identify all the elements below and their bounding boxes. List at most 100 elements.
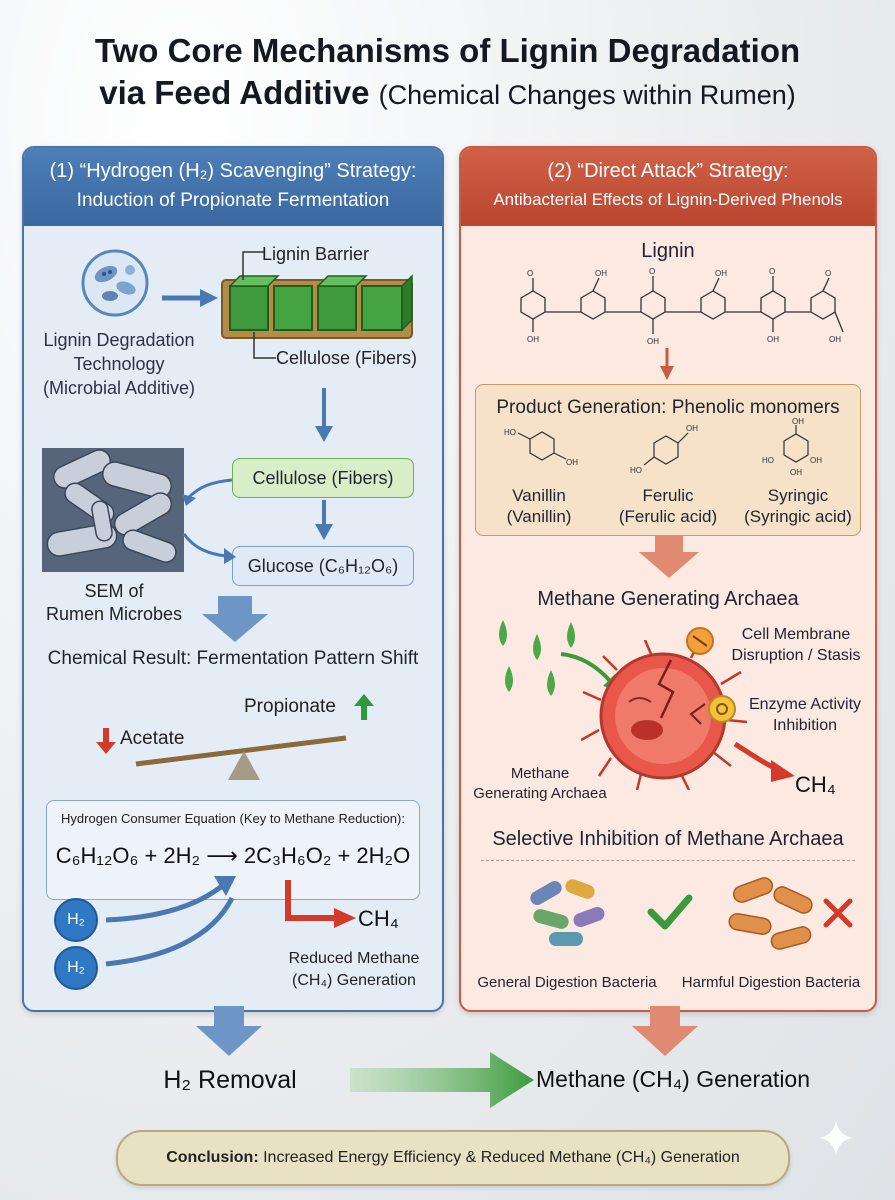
arrow-down-red-icon [96,728,116,754]
microbe-label-line-1: Lignin Degradation [43,330,195,350]
big-arrow-down-red-icon [639,536,699,578]
monomer-ferulic: Ferulic (Ferulic acid) [606,485,730,527]
lignin-cellulose-structure [221,274,413,339]
equation-box: Hydrogen Consumer Equation (Key to Metha… [46,800,420,900]
right-panel-direct-attack: (2) “Direct Attack” Strategy: Antibacter… [459,146,877,1012]
archaea-cell-label-line-2: Generating Archaea [473,785,607,802]
svg-text:OH: OH [715,269,727,278]
svg-text:O: O [825,269,831,278]
left-panel-hydrogen-scavenging: (1) “Hydrogen (H₂) Scavenging” Strategy:… [22,146,444,1012]
methane-generation-label: Methane (CH₄) Generation [536,1066,811,1092]
left-header-line-1: (1) “Hydrogen (H₂) Scavenging” Strategy: [49,160,417,182]
right-header-line-2: Antibacterial Effects of Lignin-Derived … [493,190,843,209]
archaea-cell-icon [581,640,748,790]
svg-text:OH: OH [686,424,698,433]
conclusion-bold: Conclusion: [166,1149,259,1166]
svg-text:OH: OH [595,269,607,278]
equation-title: Hydrogen Consumer Equation (Key to Metha… [61,811,405,826]
left-header-line-2: Induction of Propionate Fermentation [76,190,390,211]
monomer-vanillin: Vanillin (Vanillin) [484,485,594,527]
reduced-methane-label: Reduced Methane (CH₄) Generation [268,948,440,992]
ch4-red-arrow-icon-right [733,741,795,782]
svg-text:O: O [649,268,655,276]
general-bacteria-label: General Digestion Bacteria [477,974,657,991]
right-panel-header: (2) “Direct Attack” Strategy: Antibacter… [461,148,875,226]
glucose-box: Glucose (C₆H₁₂O₆) [232,546,414,586]
svg-text:OH: OH [829,335,841,344]
propionate-label: Propionate [244,696,336,717]
membrane-disruption-icon [686,627,714,655]
page-title: Two Core Mechanisms of Lignin Degradatio… [0,30,895,116]
selective-inhibition-title: Selective Inhibition of Methane Archaea [492,828,844,850]
svg-text:O: O [769,268,775,276]
harmful-bacteria-icon [728,877,813,950]
title-line-2: via Feed Additive (Chemical Changes with… [0,72,895,116]
lignin-title: Lignin [641,240,695,262]
cellulose-pointer [253,332,276,359]
enzyme-label-line-2: Inhibition [772,717,838,734]
right-bottom-arrow-icon [632,1006,698,1056]
monomer-vanillin-name: Vanillin [512,486,566,505]
acetate-label: Acetate [120,728,185,749]
title-line-2-subtitle: (Chemical Changes within Rumen) [378,80,796,110]
enzyme-inhibition-icon [708,695,736,723]
lignin-barrier-pointer [242,251,265,280]
arrow-down-icon-2 [315,500,333,540]
microbe-petri-icon [81,249,149,317]
ch4-label-right: CH₄ [795,772,836,797]
membrane-label: Cell Membrane Disruption / Stasis [719,624,873,666]
check-icon [647,894,693,930]
archaea-cell-label: Methane Generating Archaea [465,764,615,804]
reduced-methane-line-1: Reduced Methane [288,950,420,967]
microbe-label-line-3: (Microbial Additive) [42,378,196,398]
lignin-barrier-label: Lignin Barrier [262,244,370,264]
harmful-bacteria-label: Harmful Digestion Bacteria [681,974,861,991]
h2-curved-arrows [105,876,236,967]
product-title: Product Generation: Phenolic monomers [496,397,840,418]
product-generation-box: Product Generation: Phenolic monomers HO… [475,384,861,536]
archaea-cell-label-line-1: Methane [510,765,570,782]
big-arrow-down-icon [202,596,268,642]
svg-text:OH: OH [527,335,539,344]
left-bottom-arrow-icon [196,1006,262,1056]
title-line-1: Two Core Mechanisms of Lignin Degradatio… [94,32,801,69]
lignin-structure-icon: O OH O OH O O OH OH OH OH [520,268,844,346]
monomer-syringic-name: Syringic [767,486,829,505]
right-header-line-1: (2) “Direct Attack” Strategy: [547,160,789,182]
cellulose-fibers-label: Cellulose (Fibers) [276,348,418,368]
arrow-right-icon [162,289,218,307]
arrow-down-icon [315,388,333,442]
sparkle-icon [818,1120,854,1156]
h2-molecule-icon-1: H₂ [54,898,98,942]
monomer-syringic: Syringic (Syringic acid) [738,485,858,527]
microbe-label-line-2: Technology [73,354,165,374]
chemical-result-text: Chemical Result: Fermentation Pattern Sh… [47,648,419,669]
svg-text:HO: HO [762,456,774,465]
ferulic-structure-icon: OH HO [630,424,698,475]
svg-text:OH: OH [792,417,804,426]
phenol-drops-icon [499,620,575,696]
sem-curved-arrows [182,478,236,564]
left-panel-header: (1) “Hydrogen (H₂) Scavenging” Strategy:… [24,148,442,226]
enzyme-label-line-1: Enzyme Activity [748,696,862,713]
membrane-label-line-2: Disruption / Stasis [731,647,861,664]
title-line-2-bold: via Feed Additive [99,74,370,111]
green-flow-arrow-icon [350,1052,534,1108]
ch4-red-arrow-icon [285,880,356,928]
monomer-ferulic-sub: (Ferulic acid) [618,507,718,526]
equation-text: C₆H₁₂O₆ + 2H₂ ⟶ 2C₃H₆O₂ + 2H₂O [55,843,411,868]
membrane-label-line-1: Cell Membrane [741,626,851,643]
conclusion-box: Conclusion: Increased Energy Efficiency … [116,1130,790,1186]
arrow-down-red-icon [660,348,674,380]
sem-image [42,448,184,572]
svg-text:HO: HO [630,466,642,475]
svg-text:HO: HO [504,428,516,437]
cross-icon [823,898,853,928]
svg-text:OH: OH [767,335,779,344]
vanillin-structure-icon: HO OH [504,428,578,467]
svg-text:OH: OH [647,337,659,346]
enzyme-label: Enzyme Activity Inhibition [735,694,875,736]
svg-text:OH: OH [810,456,822,465]
svg-text:O: O [527,269,533,278]
